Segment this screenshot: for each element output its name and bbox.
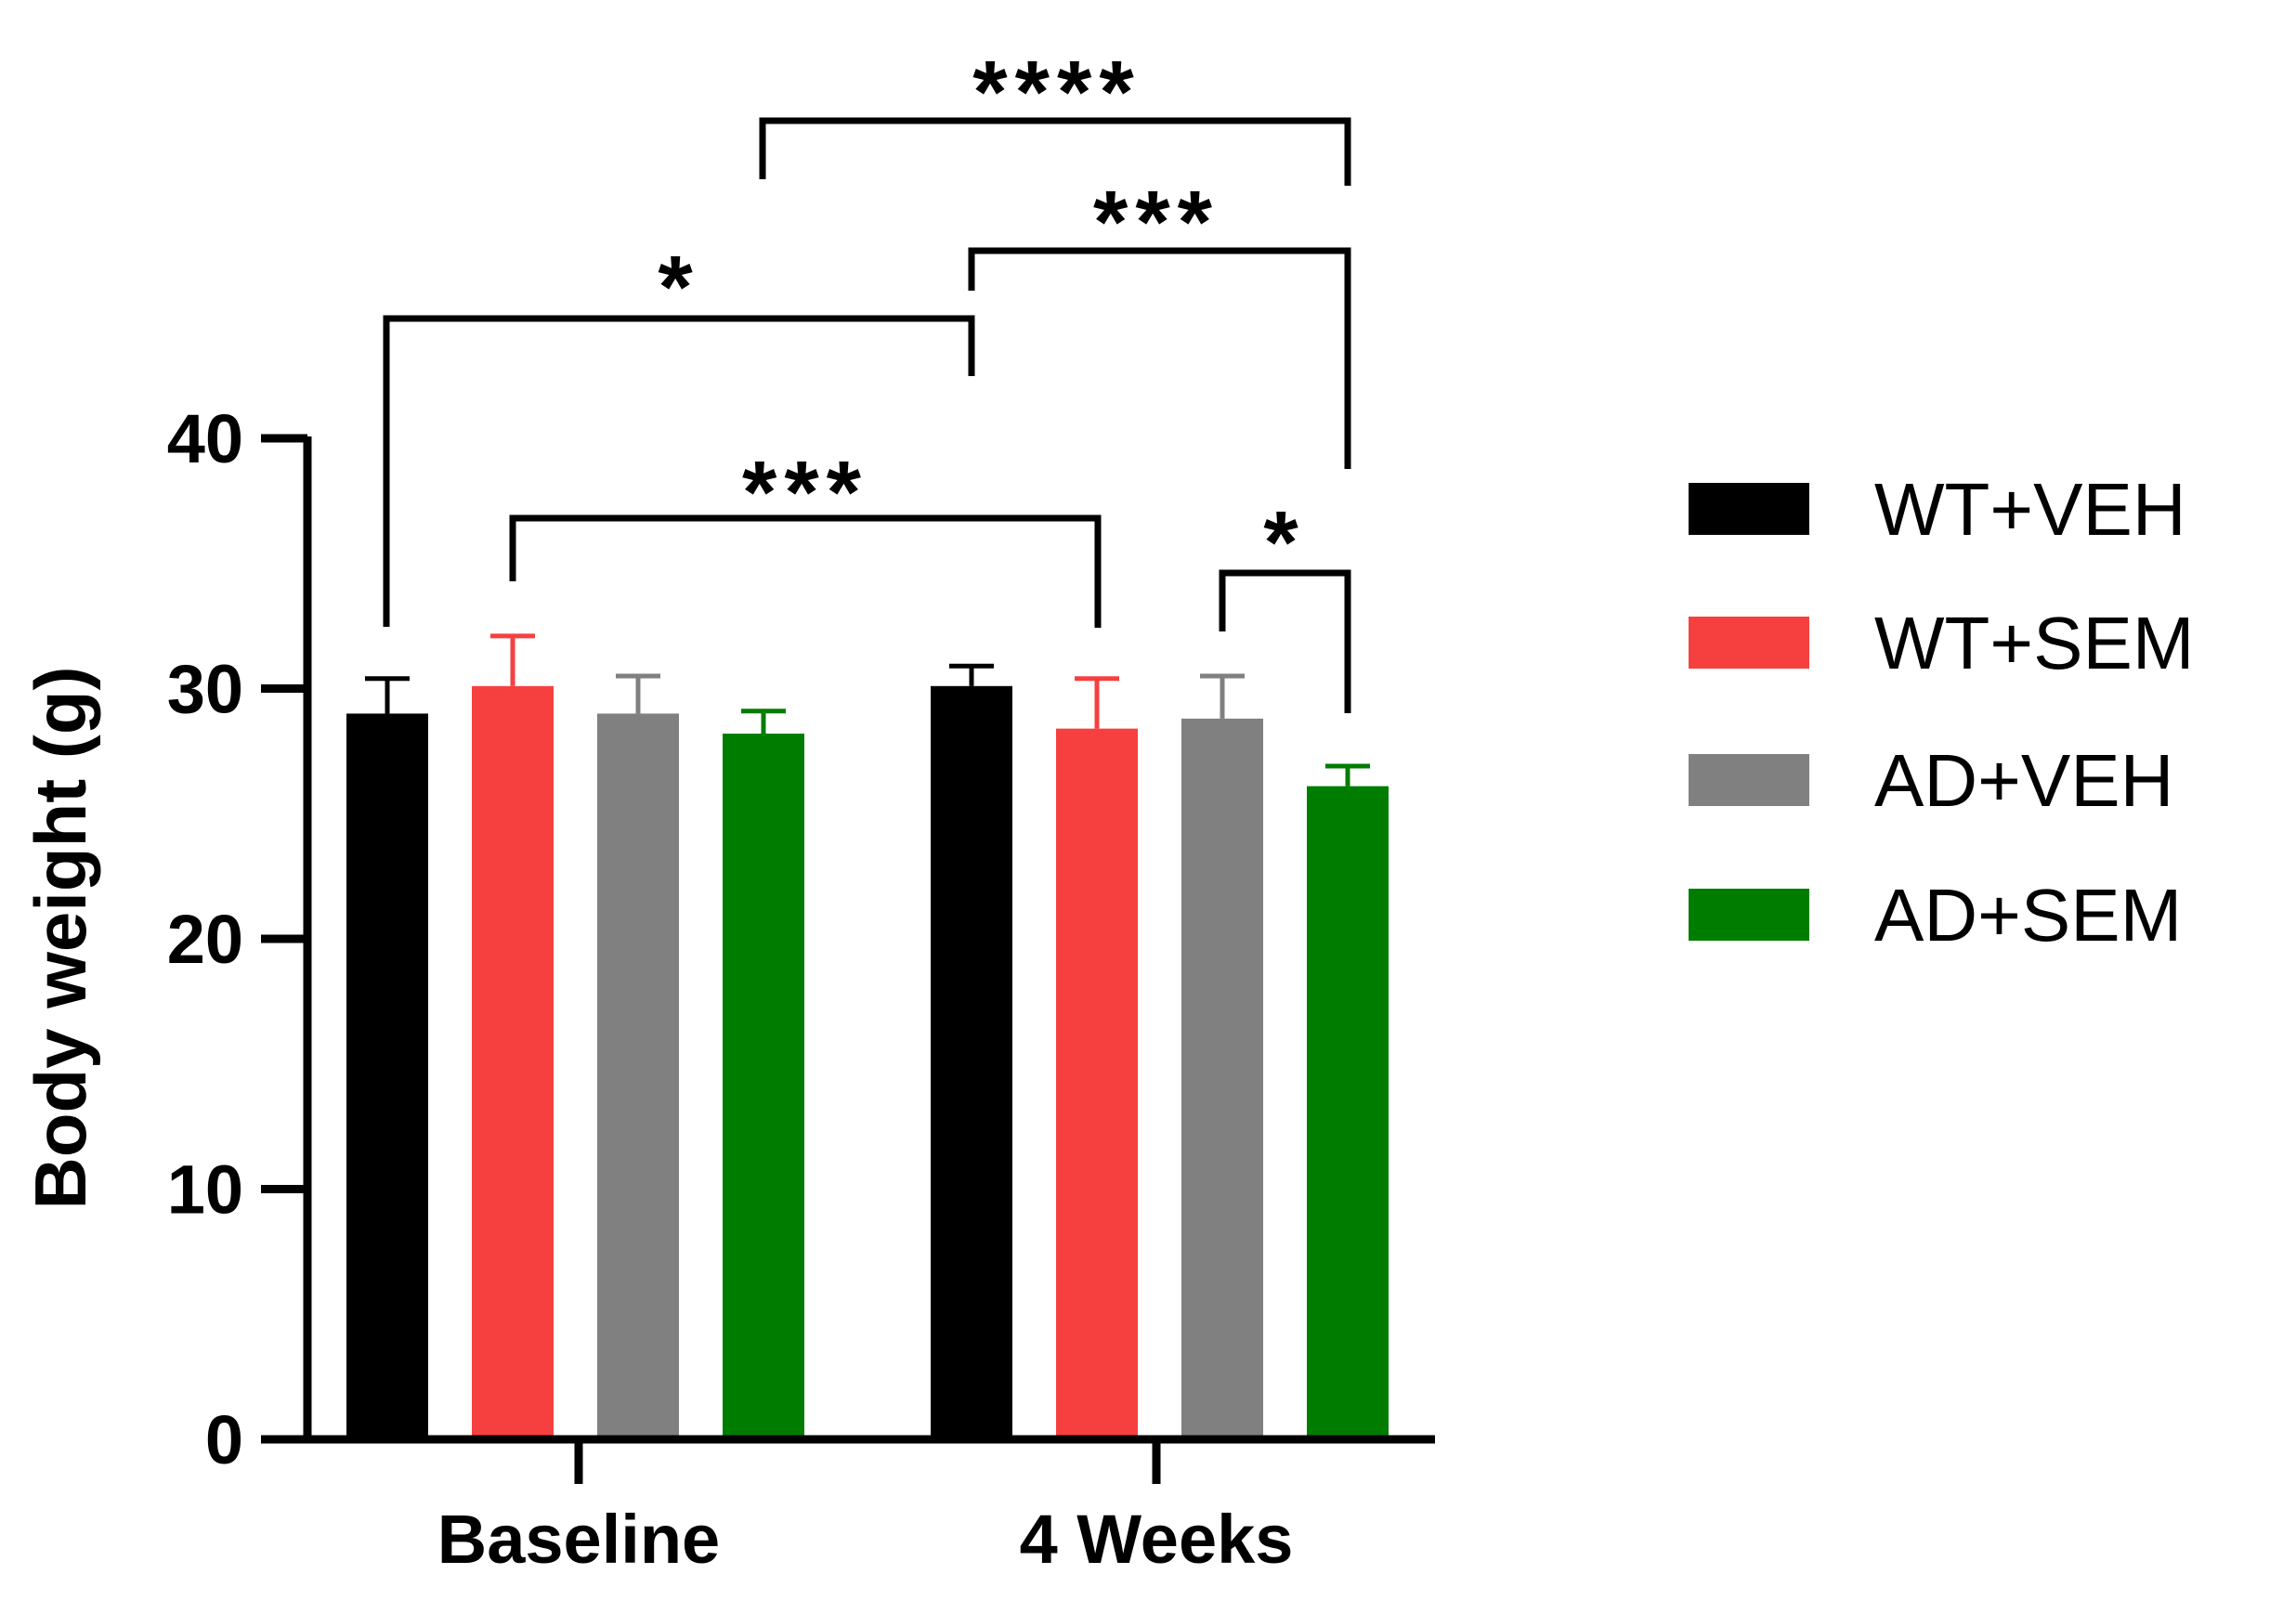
legend-label: WT+SEM	[1874, 602, 2194, 684]
x-category-label: 4 Weeks	[1020, 1501, 1294, 1578]
error-bar	[949, 663, 994, 686]
error-bar	[1200, 673, 1245, 719]
y-tick-label: 20	[167, 901, 243, 978]
y-tick-label: 40	[167, 400, 243, 477]
legend-item: AD+SEM	[1689, 874, 2182, 956]
significance-label: ****	[972, 43, 1141, 142]
bars-layer	[346, 685, 1389, 1439]
significance-label: *	[1263, 493, 1305, 592]
bar-ad-sem-4-weeks	[1307, 786, 1389, 1439]
bar-wt-veh-baseline	[346, 713, 428, 1439]
significance-label: *	[658, 238, 699, 337]
significance-bracket: ***	[509, 443, 1102, 628]
y-axis-title: Body weight (g)	[20, 667, 101, 1210]
x-category-label: Baseline	[437, 1501, 720, 1578]
significance-bracket: ***	[968, 173, 1351, 469]
bar-wt-veh-4-weeks	[931, 685, 1012, 1439]
significance-bracket-line	[1219, 569, 1351, 713]
bar-ad-veh-4-weeks	[1181, 718, 1263, 1439]
bar-wt-sem-baseline	[472, 685, 554, 1439]
bar-wt-sem-4-weeks	[1056, 728, 1138, 1439]
legend-swatch	[1689, 754, 1809, 806]
legend-item: WT+VEH	[1689, 468, 2186, 551]
significance-bracket-line	[509, 514, 1102, 628]
legend-item: AD+VEH	[1689, 739, 2173, 822]
error-bar	[616, 673, 660, 714]
legend-swatch	[1689, 889, 1809, 941]
bar-ad-sem-baseline	[723, 734, 804, 1439]
significance-label: ***	[742, 443, 868, 542]
legend: WT+VEH WT+SEM AD+VEH AD+SEM	[1689, 468, 2194, 956]
legend-swatch	[1689, 483, 1809, 535]
legend-label: AD+SEM	[1874, 874, 2182, 956]
y-tick-label: 0	[205, 1401, 243, 1478]
y-tick-label: 10	[167, 1151, 243, 1229]
significance-bracket-line	[383, 315, 975, 627]
legend-label: WT+VEH	[1874, 468, 2186, 551]
error-bar	[741, 709, 786, 735]
error-bar	[1075, 676, 1119, 729]
significance-bracket-line	[968, 247, 1351, 469]
significance-bracket: *	[383, 238, 975, 627]
error-bar	[365, 676, 410, 714]
significance-bracket: ****	[759, 43, 1351, 186]
significance-bracket: *	[1219, 493, 1351, 713]
legend-item: WT+SEM	[1689, 602, 2194, 684]
error-bar	[1325, 763, 1370, 787]
legend-label: AD+VEH	[1874, 739, 2173, 822]
error-bar	[490, 633, 535, 686]
error-bars-layer	[365, 633, 1370, 787]
significance-label: ***	[1093, 173, 1220, 272]
significance-layer: ************	[383, 43, 1351, 713]
y-tick-label: 30	[167, 651, 243, 728]
legend-swatch	[1689, 617, 1809, 669]
bar-ad-veh-baseline	[597, 713, 679, 1439]
significance-bracket-line	[759, 117, 1351, 186]
